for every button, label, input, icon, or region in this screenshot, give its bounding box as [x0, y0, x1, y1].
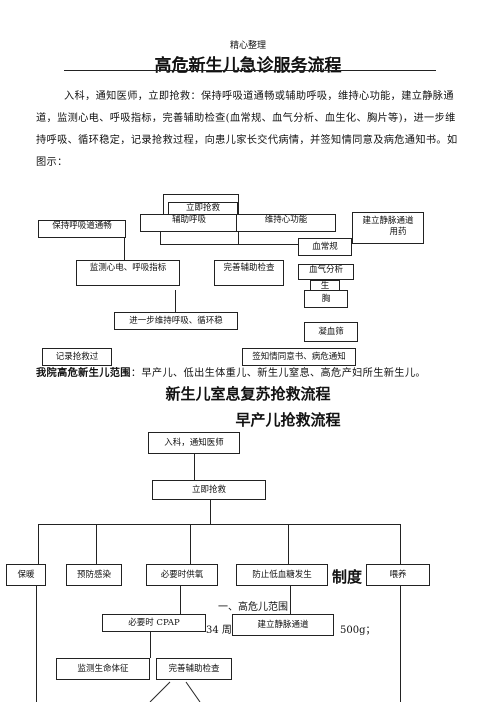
box-iv-2: 建立静脉通道 [232, 614, 334, 636]
header-note: 精心整理 [229, 41, 266, 51]
box-record: 记录抢救过 [42, 348, 112, 366]
connector [288, 524, 289, 564]
scope-label: 我院高危新生儿范围 [36, 367, 131, 379]
connector [180, 586, 181, 614]
connector [175, 290, 176, 314]
box-stabilize: 进一步维持呼吸、循环稳 [114, 312, 238, 330]
connector [290, 586, 291, 614]
box-feed: 喂养 [366, 564, 430, 586]
bottom-lines [149, 681, 201, 702]
connector [163, 194, 164, 214]
box-blood-gas: 血气分析 [298, 264, 354, 280]
box-rescue-2: 立即抢救 [152, 480, 266, 500]
section2-subtitle: 早产儿抢救流程 [235, 411, 341, 429]
bottom-line-right [185, 681, 201, 702]
fragment-week: 34 周 [206, 625, 232, 636]
connector [36, 586, 37, 702]
connector [163, 194, 239, 195]
box-aux-exam: 完善辅助检查 [214, 260, 284, 286]
box-keep-airway: 保持呼吸道通畅 [38, 220, 126, 238]
box-oxygen: 必要时供氧 [146, 564, 218, 586]
box-drug-label: 用药 [389, 227, 407, 237]
bottom-line-left [149, 681, 171, 702]
box-vitals: 监测生命体征 [56, 658, 150, 680]
box-heart: 维持心功能 [236, 214, 336, 232]
box-infection: 预防感染 [66, 564, 122, 586]
connector [38, 524, 400, 525]
header-rule [64, 70, 436, 71]
box-coag: 凝血筛 [304, 322, 358, 342]
connector [160, 244, 300, 245]
section1-title: 高危新生儿急诊服务流程 [154, 56, 342, 76]
box-blood-routine: 血常规 [298, 238, 352, 256]
connector [124, 230, 125, 262]
connector [400, 586, 401, 702]
connector [400, 524, 401, 564]
box-glucose: 防止低血糖发生 [236, 564, 328, 586]
scope-line: 我院高危新生儿范围：早产儿、低出生体重儿、新生儿窒息、高危产妇所生新生儿。 [36, 364, 476, 379]
fragment-system: 制度 [332, 568, 363, 586]
box-assist-breath: 辅助呼吸 [140, 214, 238, 232]
box-iv-label: 建立静脉通道 [362, 216, 414, 226]
section2-title: 新生儿室息复苏抢救流程 [165, 385, 331, 403]
box-consent: 签知情同意书、病危通知 [242, 348, 356, 366]
fragment-range: 一、高危儿范围 [218, 602, 288, 613]
box-warm: 保暖 [6, 564, 46, 586]
connector [150, 632, 151, 658]
connector [38, 524, 39, 564]
connector [96, 524, 97, 564]
connector [190, 524, 191, 564]
connector [160, 230, 161, 244]
box-iv: 建立静脉通道 用药 [352, 212, 424, 244]
fragment-weight: 500g； [340, 625, 376, 636]
box-cpap: 必要时 CPAP [102, 614, 206, 632]
connector [194, 454, 195, 480]
intro-paragraph: 入科，通知医师，立即抢救：保持呼吸道通畅或辅助呼吸，维持心功能，建立静脉通道，监… [36, 91, 458, 168]
box-chest: 胸 [304, 290, 348, 308]
box-aux-exam-2: 完善辅助检查 [156, 658, 232, 680]
connector [210, 500, 211, 524]
box-admit: 入科，通知医师 [148, 432, 240, 454]
box-monitor: 监测心电、呼吸指标 [76, 260, 180, 286]
scope-text: ：早产儿、低出生体重儿、新生儿窒息、高危产妇所生新生儿。 [130, 368, 426, 379]
